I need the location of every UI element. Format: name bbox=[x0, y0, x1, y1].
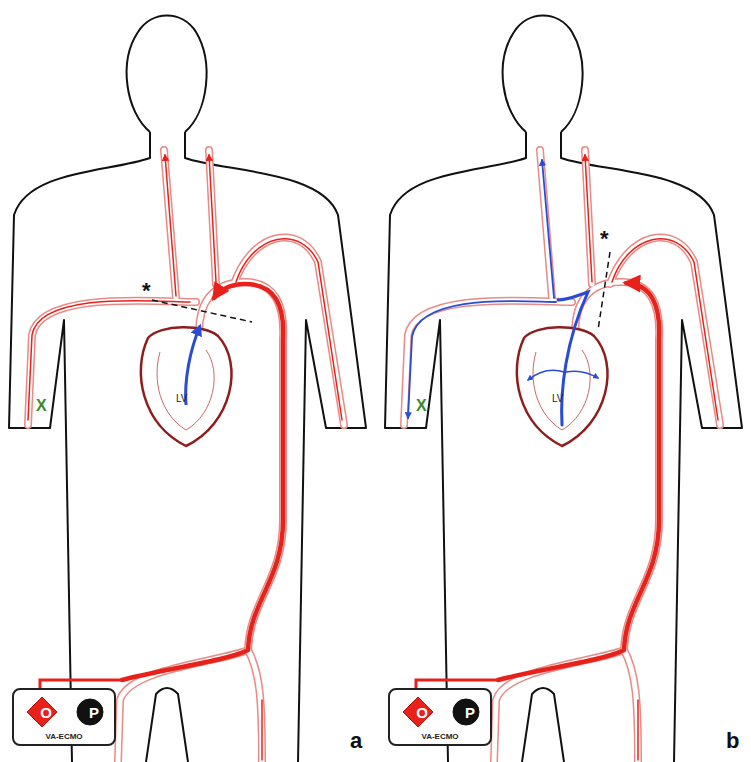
ecmo-device-box: VA-ECMO OP bbox=[388, 688, 492, 746]
sampling-site: X bbox=[36, 398, 47, 414]
component-letter: O bbox=[26, 705, 66, 720]
component-letter: P bbox=[76, 705, 112, 720]
pump-circle: P bbox=[76, 698, 112, 726]
point-marker: * bbox=[600, 228, 609, 250]
point-marker: * bbox=[142, 280, 151, 302]
panel-letter: a bbox=[350, 730, 362, 752]
component-letter: P bbox=[452, 705, 488, 720]
oxygenator-diamond: O bbox=[402, 696, 442, 728]
panel-letter: b bbox=[726, 730, 739, 752]
ecmo-device-box: VA-ECMO OP bbox=[12, 688, 116, 746]
pump-circle: P bbox=[452, 698, 488, 726]
sampling-site: X bbox=[416, 398, 427, 414]
chamber-label: LV bbox=[176, 394, 188, 404]
device-label: VA-ECMO bbox=[14, 732, 114, 741]
oxygenator-diamond: O bbox=[26, 696, 66, 728]
device-label: VA-ECMO bbox=[390, 732, 490, 741]
chamber-label: LV bbox=[552, 394, 564, 404]
component-letter: O bbox=[402, 705, 442, 720]
